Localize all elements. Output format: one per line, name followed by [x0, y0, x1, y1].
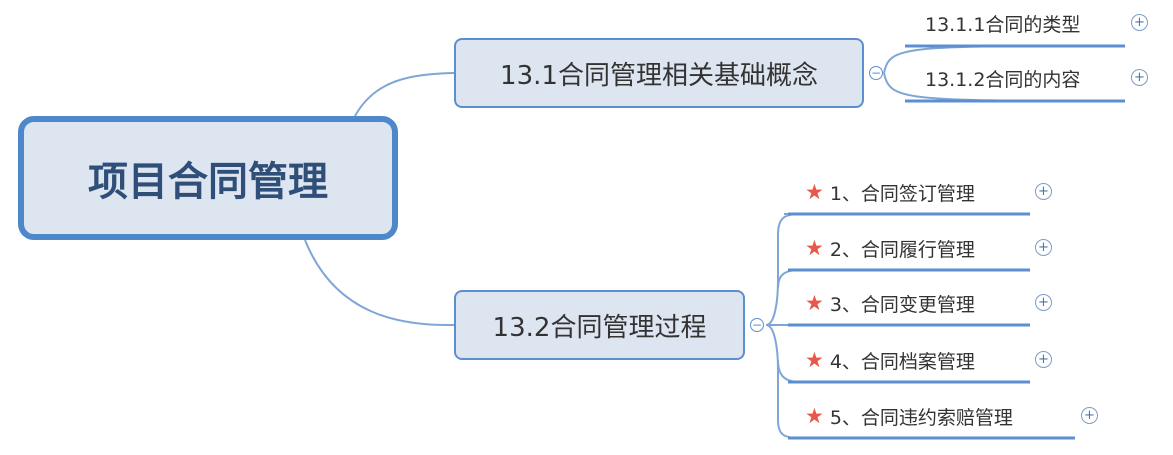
subtopic-label: 5、合同违约索赔管理: [829, 406, 1013, 429]
root-topic[interactable]: 项目合同管理: [18, 116, 398, 240]
expand-icon[interactable]: +: [1081, 407, 1098, 424]
subtopic-label: 4、合同档案管理: [829, 350, 975, 373]
star-icon: ★: [805, 348, 824, 372]
expand-icon[interactable]: +: [1131, 69, 1148, 86]
star-icon: ★: [805, 291, 824, 315]
subtopic-13-1-2[interactable]: 13.1.2合同的内容: [925, 63, 1080, 93]
connector-root-to-branch-2: [304, 239, 455, 327]
collapse-icon[interactable]: −: [750, 318, 764, 332]
branch-topic-1-label: 13.1合同管理相关基础概念: [500, 60, 818, 91]
subtopic-label: 1、合同签订管理: [829, 182, 975, 205]
branch-topic-2[interactable]: 13.2合同管理过程: [454, 290, 745, 360]
expand-icon[interactable]: +: [1131, 14, 1148, 31]
expand-icon[interactable]: +: [1035, 239, 1052, 256]
star-icon: ★: [805, 236, 824, 260]
connector-branch-2-trunk: [765, 213, 801, 326]
star-icon: ★: [805, 404, 824, 428]
branch-topic-2-label: 13.2合同管理过程: [492, 312, 707, 343]
collapse-icon[interactable]: −: [869, 66, 883, 80]
subtopic-change[interactable]: ★ 3、合同变更管理: [805, 288, 975, 318]
subtopic-label: 2、合同履行管理: [829, 238, 975, 261]
connector-branch-2-to-child-2: [777, 269, 1030, 289]
subtopic-signing[interactable]: ★ 1、合同签订管理: [805, 177, 975, 207]
subtopic-performance[interactable]: ★ 2、合同履行管理: [805, 233, 975, 263]
subtopic-label: 3、合同变更管理: [829, 293, 975, 316]
star-icon: ★: [805, 180, 824, 204]
connector-root-to-branch-1: [354, 72, 455, 117]
subtopic-breach-claim[interactable]: ★ 5、合同违约索赔管理: [805, 401, 1013, 431]
root-topic-label: 项目合同管理: [88, 159, 328, 205]
subtopic-label: 13.1.2合同的内容: [925, 68, 1081, 91]
expand-icon[interactable]: +: [1035, 351, 1052, 368]
subtopic-archive[interactable]: ★ 4、合同档案管理: [805, 345, 975, 375]
expand-icon[interactable]: +: [1035, 294, 1052, 311]
branch-topic-1[interactable]: 13.1合同管理相关基础概念: [454, 38, 864, 108]
expand-icon[interactable]: +: [1035, 183, 1052, 200]
subtopic-13-1-1[interactable]: 13.1.1合同的类型: [925, 8, 1080, 38]
subtopic-label: 13.1.1合同的类型: [925, 13, 1081, 36]
